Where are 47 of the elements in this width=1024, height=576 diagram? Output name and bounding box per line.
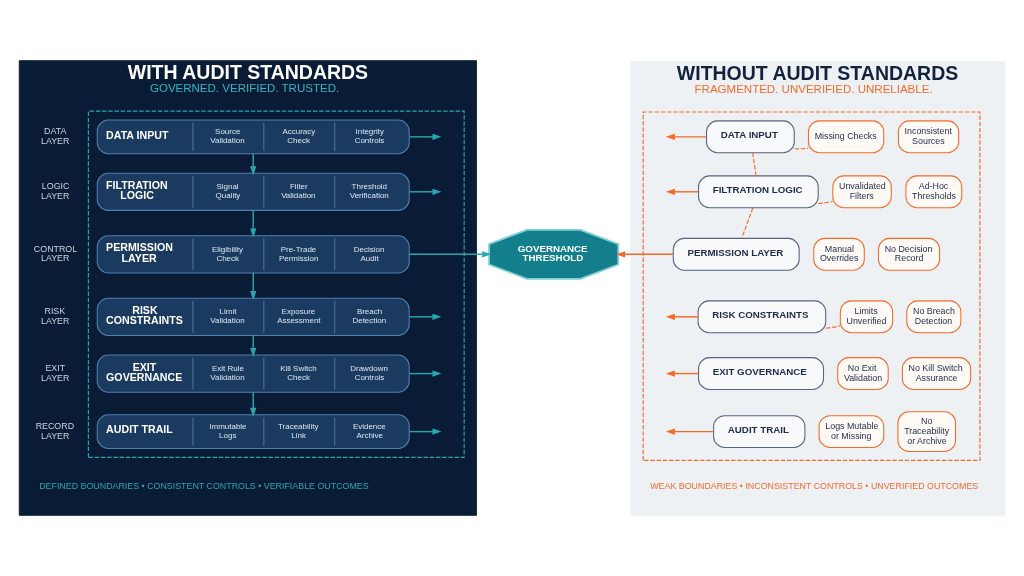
node-box: No Exit Validation: [837, 357, 889, 391]
arrow: [665, 133, 707, 141]
node-box: DATA INPUT: [706, 120, 795, 154]
node-box: No Kill Switch Assurance: [901, 357, 972, 391]
node-label: EXIT LAYER: [40, 362, 70, 383]
node-box: Limits Unverified: [839, 300, 894, 334]
arrow: [665, 370, 700, 377]
arrow: [408, 313, 442, 321]
node-box: PERMISSION LAYER: [672, 237, 800, 271]
arrow: [616, 251, 674, 258]
node-box: Logs Mutable or Missing: [818, 415, 885, 449]
node-box: Manual Overrides: [813, 237, 865, 271]
node-box: Unvalidated Filters: [832, 175, 892, 209]
connector: [752, 152, 757, 177]
arrow: [408, 188, 442, 195]
node-box: No Decision Record: [877, 237, 941, 271]
connector: [817, 200, 834, 205]
node-label: LOGIC LAYER: [40, 181, 70, 201]
arrow: [408, 251, 492, 258]
node-box: Inconsistent Sources: [897, 120, 960, 154]
arrow: [408, 370, 442, 377]
node-box: No Traceability or Archive: [897, 411, 957, 453]
node-box: FILTRATION LOGIC: [698, 175, 819, 209]
node-label: DATA LAYER: [40, 126, 70, 146]
arrow: [665, 313, 699, 321]
cluster: [87, 110, 465, 458]
arrow: [665, 188, 700, 195]
node-label: RISK LAYER: [40, 306, 70, 326]
node-box: AUDIT TRAIL: [713, 415, 806, 449]
node-box: EXIT GOVERNANCE: [698, 357, 825, 391]
connector: [793, 147, 809, 150]
node-box: Ad-Hoc Thresholds: [905, 175, 963, 209]
arrow: [665, 428, 715, 435]
node-label: RECORD LAYER: [35, 420, 75, 441]
node-box: No Breach Detection: [906, 300, 962, 334]
arrow: [408, 133, 442, 141]
arrow: [250, 209, 257, 238]
node-label: CONTROL LAYER: [33, 243, 78, 264]
arrow: [408, 428, 442, 435]
cluster: [642, 111, 981, 461]
connector: [825, 325, 841, 329]
node-box: RISK CONSTRAINTS: [697, 300, 827, 334]
node-box: Missing Checks: [807, 120, 885, 154]
arrow: [250, 272, 257, 301]
label: WEAK BOUNDARIES • INCONSISTENT CONTROLS • UNVERIFIED OUTCOMES: [650, 481, 979, 492]
connector: [741, 207, 754, 239]
label: DEFINED BOUNDARIES • CONSISTENT CONTROLS • VERIFIABLE OUTCOMES: [39, 481, 369, 492]
